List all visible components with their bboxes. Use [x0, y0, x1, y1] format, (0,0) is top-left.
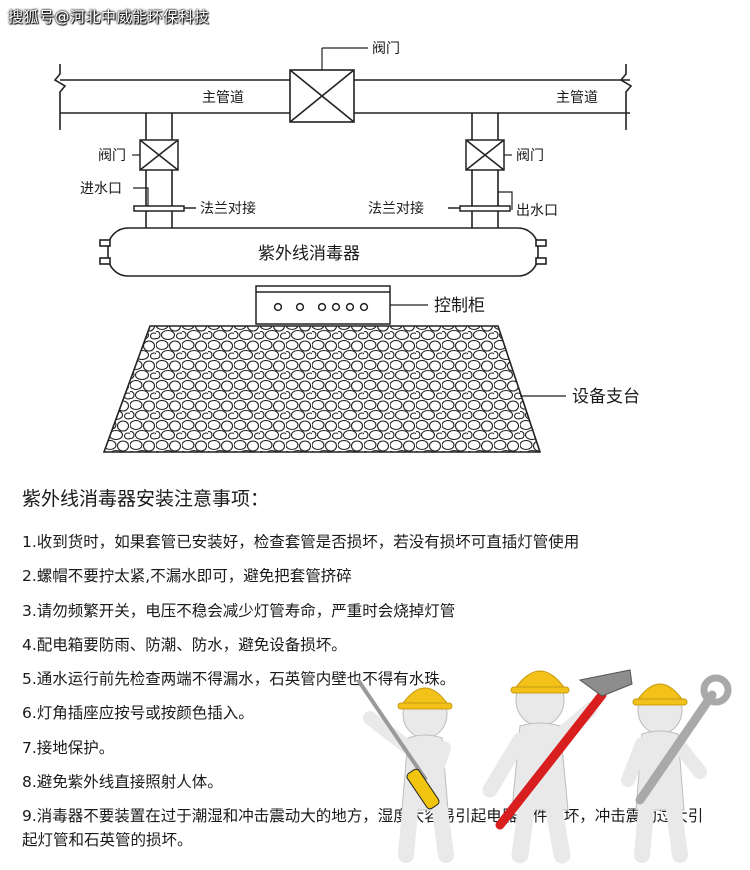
note-item: 2.螺帽不要拧太紧,不漏水即可，避免把套管挤碎 — [22, 567, 352, 586]
valve-left-label: 阀门 — [98, 148, 126, 164]
note-item: 1.收到货时，如果套管已安装好，检查套管是否损坏，若没有损坏可直插灯管使用 — [22, 533, 580, 551]
note-item: 6.灯角插座应按号或按颜色插入。 — [22, 704, 254, 723]
flange-left-label: 法兰对接 — [200, 200, 256, 217]
left-valve — [139, 139, 179, 171]
support-label: 设备支台 — [572, 387, 640, 407]
worker-figures-illustration — [356, 669, 732, 864]
outlet-label: 出水口 — [516, 203, 558, 219]
sterilizer-label: 紫外线消毒器 — [258, 244, 360, 264]
uv-sterilizer-body — [99, 227, 547, 277]
worker-hammer-figure — [482, 669, 633, 864]
installation-notes: 紫外线消毒器安装注意事项： 1.收到货时，如果套管已安装好，检查套管是否损坏，若… — [22, 484, 722, 852]
control-cabinet — [255, 285, 391, 325]
right-flange — [448, 205, 511, 212]
note-item: 7.接地保护。 — [22, 738, 115, 757]
notes-list: 1.收到货时，如果套管已安装好，检查套管是否损坏，若没有损坏可直插灯管使用 2.… — [22, 525, 722, 852]
worker-screwdriver-figure — [356, 678, 454, 863]
flange-right-label: 法兰对接 — [368, 200, 424, 217]
worker-wrench-figure — [621, 674, 732, 863]
control-cabinet-label: 控制柜 — [434, 296, 485, 316]
right-valve — [465, 139, 505, 171]
note-item: 3.请勿频繁开关，电压不稳会减少灯管寿命，严重时会烧掉灯管 — [22, 601, 456, 620]
valve-top-label: 阀门 — [372, 41, 400, 57]
inlet-label: 进水口 — [80, 181, 122, 197]
equipment-support-platform — [102, 325, 542, 453]
top-valve — [289, 69, 355, 123]
watermark: 搜狐号@河北中威能环保科技 — [8, 8, 210, 26]
installation-diagram: 阀门 主管道 主管道 阀门 阀门 进水口 出水口 法兰对接 法兰对接 — [53, 41, 640, 453]
main-pipe-left-label: 主管道 — [202, 90, 244, 106]
valve-right-label: 阀门 — [516, 148, 544, 164]
left-flange — [133, 205, 196, 212]
main-pipe-right-label: 主管道 — [556, 90, 598, 106]
note-item: 8.避免紫外线直接照射人体。 — [22, 773, 223, 792]
notes-title: 紫外线消毒器安装注意事项： — [22, 488, 270, 510]
note-item: 4.配电箱要防雨、防潮、防水，避免设备损坏。 — [22, 635, 347, 654]
note-item: 5.通水运行前先检查两端不得漏水，石英管内壁也不得有水珠。 — [22, 670, 456, 689]
